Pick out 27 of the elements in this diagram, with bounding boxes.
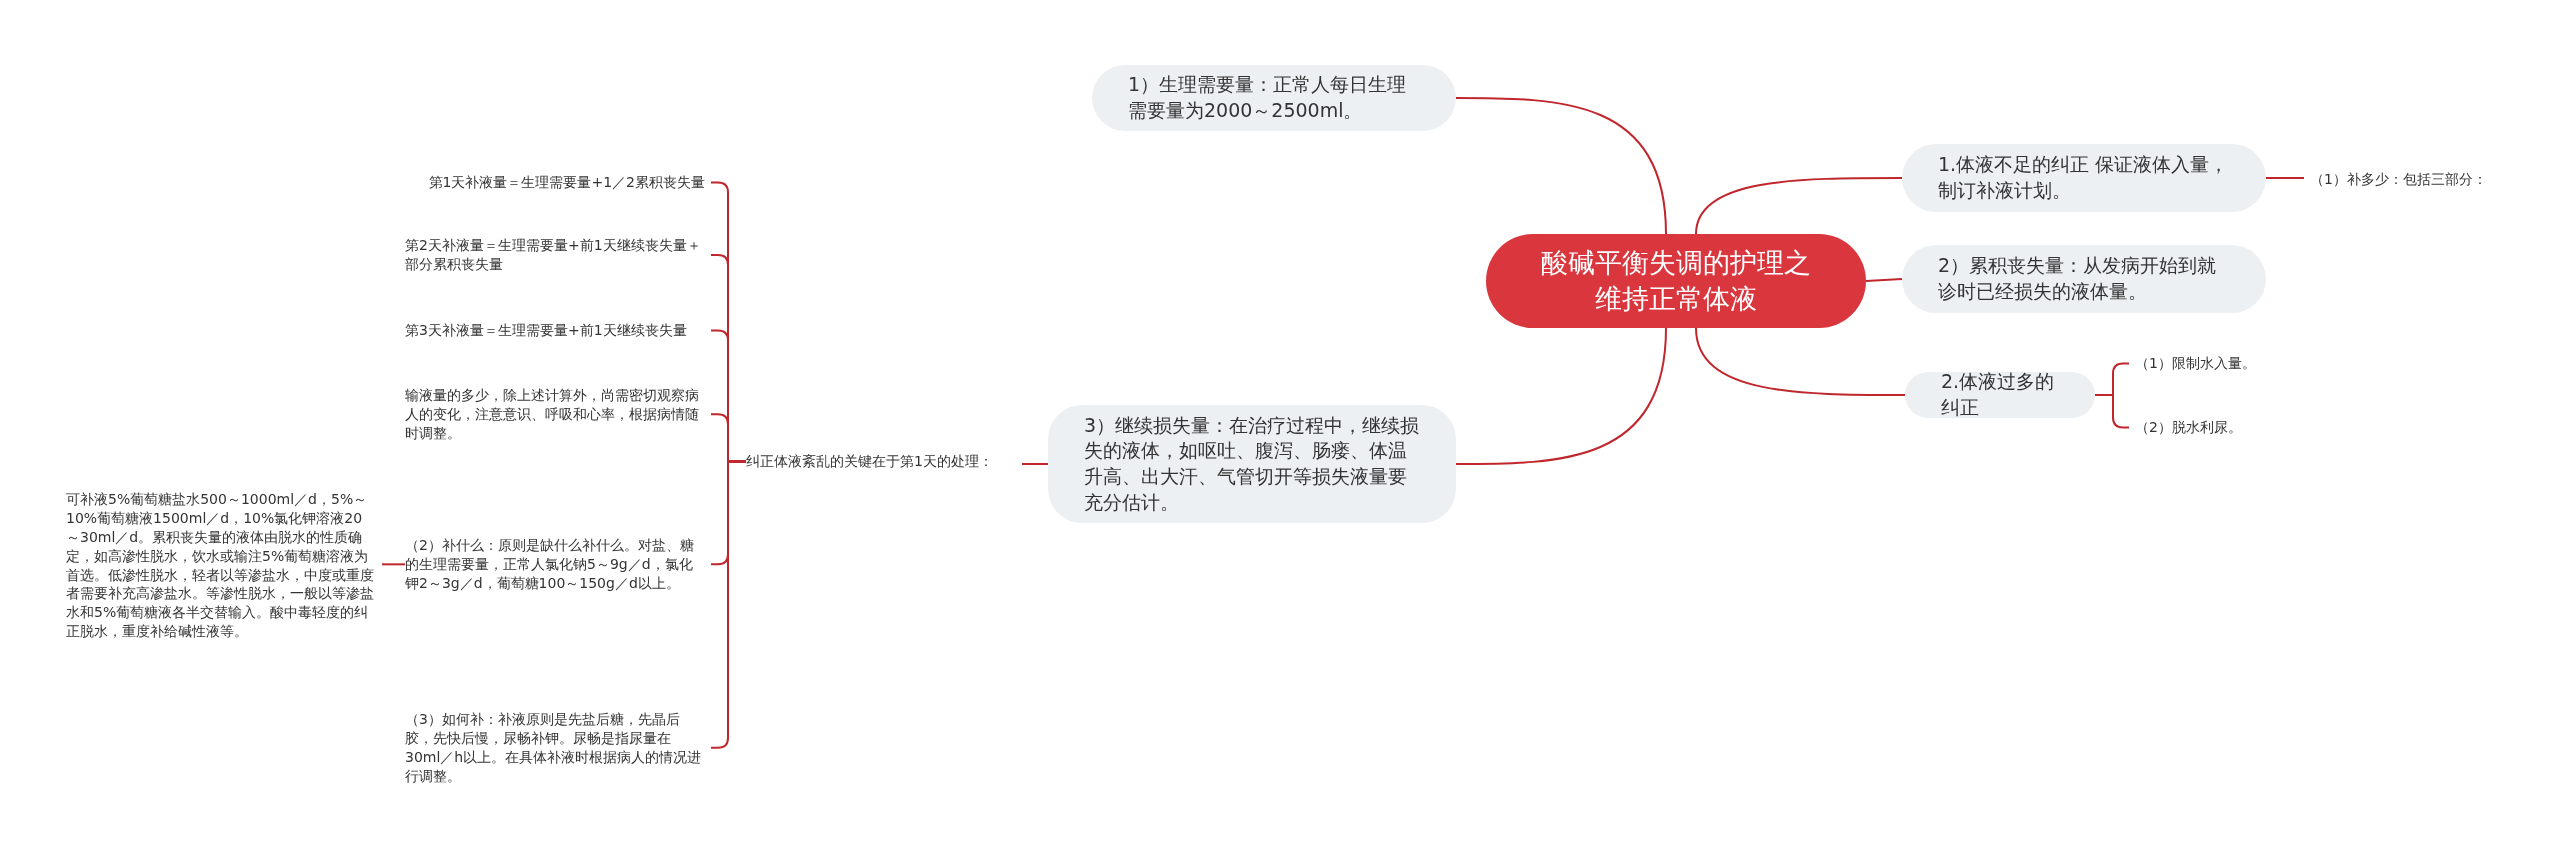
topic-bubble: 2）累积丧失量：从发病开始到就诊时已经损失的液体量。 <box>1902 245 2266 313</box>
connector <box>1021 463 1049 465</box>
topic-text: （3）如何补：补液原则是先盐后糖，先晶后胶，先快后慢，尿畅补钾。尿畅是指尿量在30ml／h以上。在具体补液时根据病人的情况进行调整。 <box>405 710 705 786</box>
connector <box>1455 97 1667 235</box>
topic-text: （2）脱水利尿。 <box>2135 418 2335 437</box>
topic-bubble: 1.体液不足的纠正 保证液体入量，制订补液计划。 <box>1902 144 2266 212</box>
topic-text: 纠正体液紊乱的关键在于第1天的处理： <box>746 452 1016 471</box>
topic-bubble: 2.体液过多的纠正 <box>1905 372 2095 418</box>
topic-text: 第3天补液量＝生理需要量+前1天继续丧失量 <box>405 321 705 340</box>
topic-text: （1）限制水入量。 <box>2135 354 2335 373</box>
connector <box>1695 327 1906 396</box>
connector <box>2094 394 2130 429</box>
topic-bubble: 3）继续损失量：在治疗过程中，继续损失的液体，如呕吐、腹泻、肠瘘、体温升高、出大汗、气管切开等损失液量要充分估计。 <box>1048 405 1456 523</box>
topic-bubble: 1）生理需要量：正常人每日生理需要量为2000～2500ml。 <box>1092 65 1456 131</box>
connector <box>381 563 406 566</box>
topic-text: 输液量的多少，除上述计算外，尚需密切观察病人的变化，注意意识、呼吸和心率，根据病情随时调整。 <box>405 386 705 443</box>
central-topic: 酸碱平衡失调的护理之维持正常体液 <box>1486 234 1866 328</box>
connector <box>1695 177 1903 235</box>
topic-text: （1）补多少：包括三部分： <box>2310 170 2550 189</box>
connector <box>1865 278 1903 282</box>
connector <box>1455 327 1667 465</box>
connector <box>2265 177 2305 179</box>
connector <box>710 460 747 749</box>
topic-text: 第1天补液量＝生理需要量+1／2累积丧失量 <box>405 173 705 192</box>
topic-text: 第2天补液量＝生理需要量+前1天继续丧失量＋部分累积丧失量 <box>405 236 705 274</box>
topic-text: 可补液5%葡萄糖盐水500～1000ml／d，5%～10%葡萄糖液1500ml／d，10%氯化钾溶液20～30ml／d。累积丧失量的液体由脱水的性质确定，如高渗性脱水，饮水或输注5%葡萄糖溶液为首选。低渗性脱水，轻者以等渗盐水，中度或重度者需要补充高渗盐水。等渗性脱水，一般以等渗盐水和5%葡萄糖液各半交替输入。酸中毒轻度的纠正脱水，重度补给碱性液等。 <box>66 490 376 642</box>
topic-text: （2）补什么：原则是缺什么补什么。对盐、糖的生理需要量，正常人氯化钠5～9g／d，氯化钾2～3g／d，葡萄糖100～150g／d以上。 <box>405 536 705 593</box>
